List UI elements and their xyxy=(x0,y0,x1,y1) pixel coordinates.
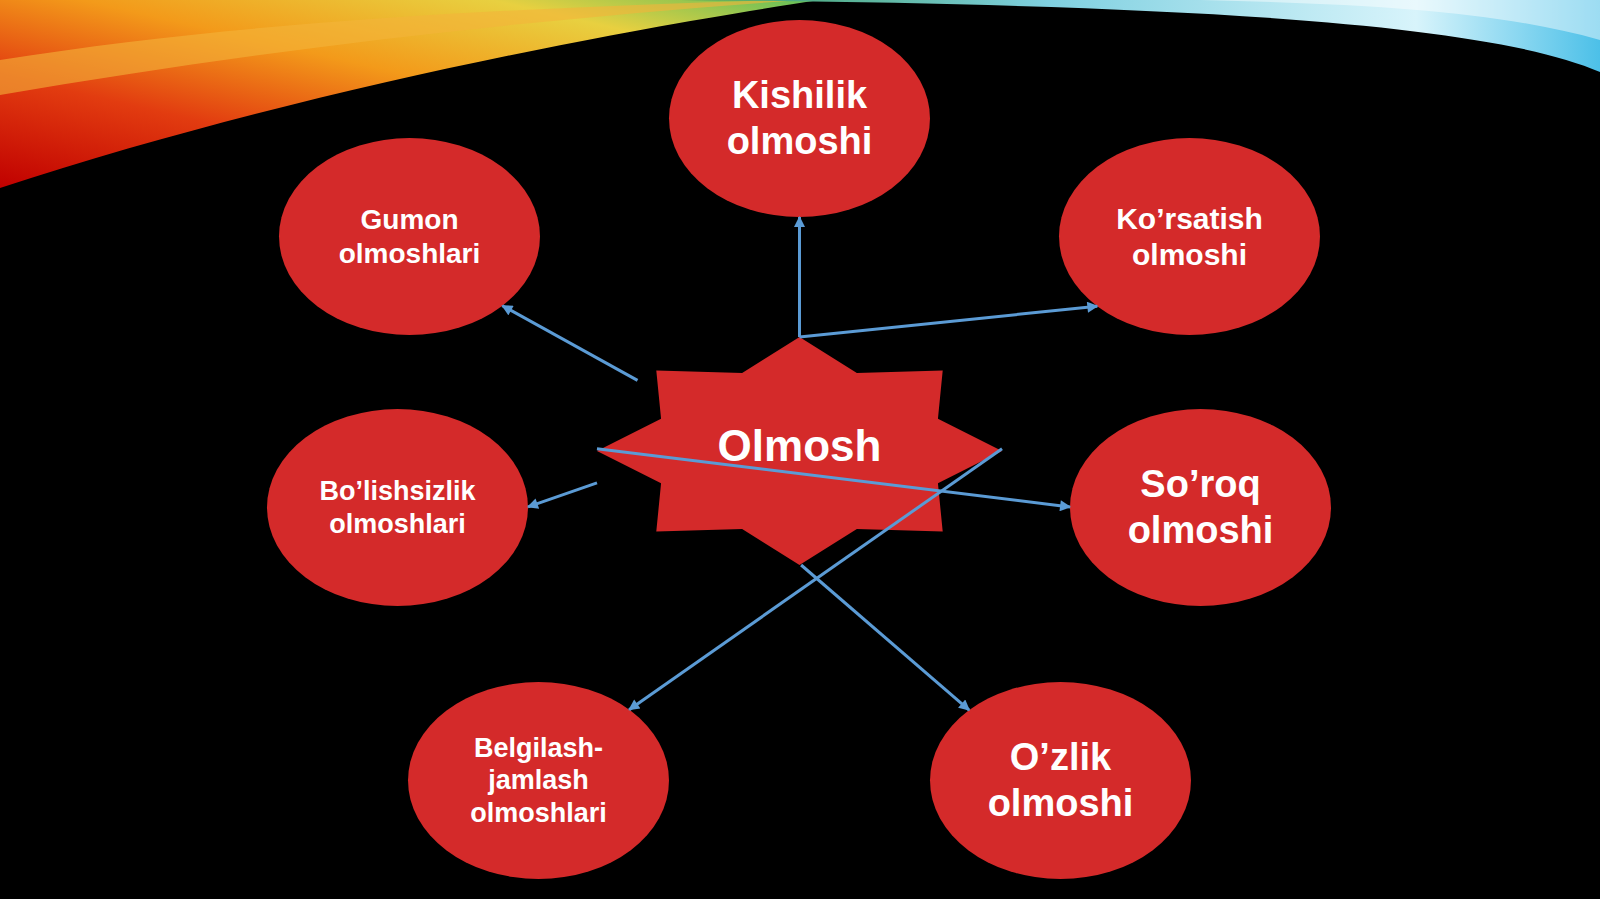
center-label: Olmosh xyxy=(718,420,882,473)
node-label: Kishilik olmoshi xyxy=(695,73,905,164)
node-label: O’zlik olmoshi xyxy=(956,735,1166,826)
ellipse-node: So’roq olmoshi xyxy=(1070,409,1331,606)
ellipse-shape xyxy=(1059,138,1320,335)
ellipse-outline xyxy=(1070,409,1331,606)
ellipse-outline xyxy=(1059,138,1320,335)
ellipse-outline xyxy=(930,682,1191,879)
arrow-connector xyxy=(801,565,969,710)
ellipse-outline xyxy=(279,138,540,335)
ellipse-shape xyxy=(930,682,1191,879)
ellipse-node: Belgilash-jamlash olmoshlari xyxy=(408,682,669,879)
node-label: Belgilash-jamlash olmoshlari xyxy=(439,732,639,829)
ellipse-node: Ko’rsatish olmoshi xyxy=(1059,138,1320,335)
node-label: So’roq olmoshi xyxy=(1096,462,1306,553)
ellipse-shape xyxy=(279,138,540,335)
ellipse-shape xyxy=(669,20,930,217)
ellipse-node: Gumon olmoshlari xyxy=(279,138,540,335)
swoosh-shine xyxy=(1200,0,1600,40)
node-label: Gumon olmoshlari xyxy=(310,203,510,270)
ellipse-node: Bo’lishsizlik olmoshlari xyxy=(267,409,528,606)
star-node: Olmosh xyxy=(597,337,1002,565)
ellipse-shape xyxy=(1070,409,1331,606)
arrow-connector xyxy=(629,449,1002,710)
ellipse-outline xyxy=(267,409,528,606)
arrow-connector xyxy=(800,306,1098,337)
node-label: Ko’rsatish olmoshi xyxy=(1090,201,1290,273)
arrow-connector xyxy=(597,449,1070,507)
arrow-connector xyxy=(502,306,637,381)
ellipse-outline xyxy=(669,20,930,217)
arrow-connector xyxy=(528,483,597,507)
star-outline xyxy=(597,337,1002,565)
node-label: Bo’lishsizlik olmoshlari xyxy=(293,475,503,540)
ellipse-node: O’zlik olmoshi xyxy=(930,682,1191,879)
ellipse-shape xyxy=(267,409,528,606)
arrow-connector xyxy=(798,217,801,337)
ellipse-node: Kishilik olmoshi xyxy=(669,20,930,217)
ellipse-outline xyxy=(408,682,669,879)
